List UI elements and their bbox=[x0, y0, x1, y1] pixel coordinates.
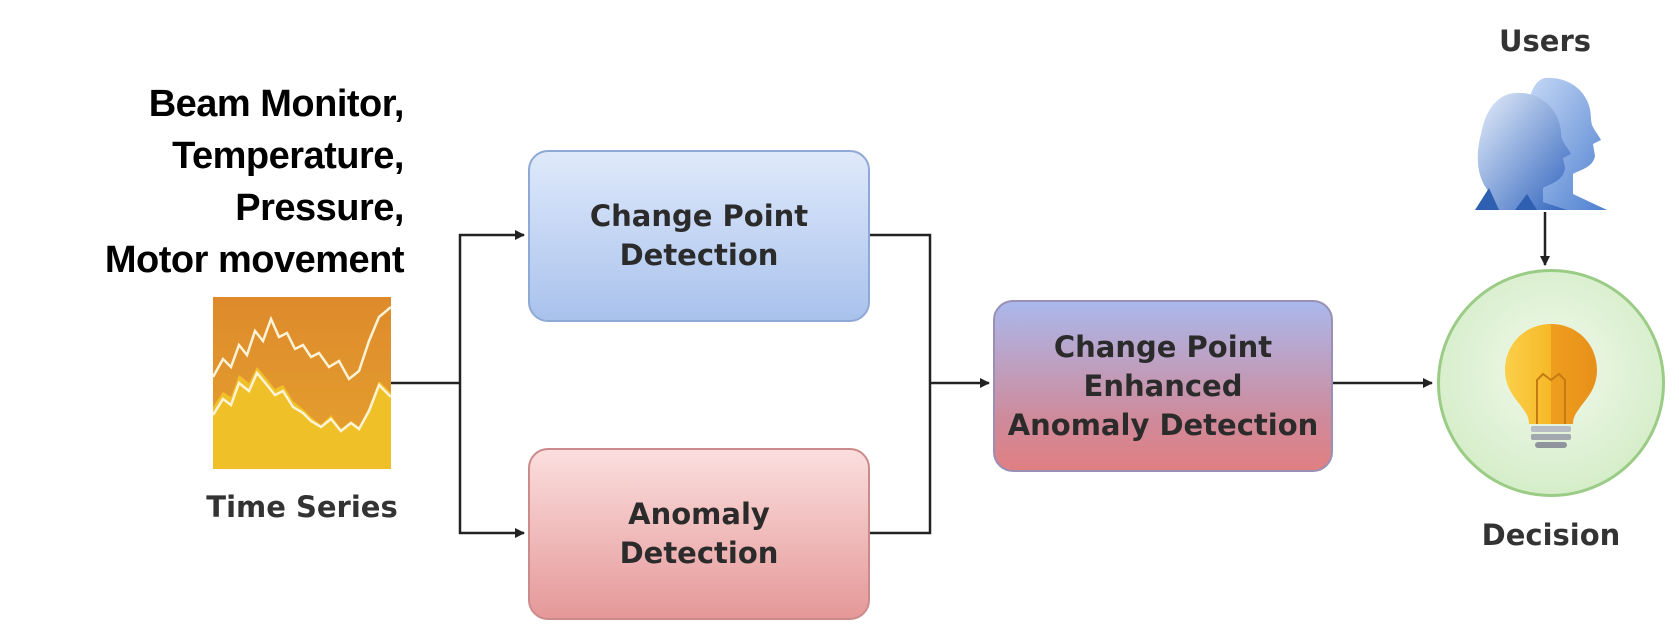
enhanced-line1: Change Point bbox=[1053, 329, 1273, 364]
input-sources-label: Beam Monitor, Temperature, Pressure, Mot… bbox=[104, 78, 405, 286]
connector-change-point-to-merge bbox=[870, 233, 932, 383]
time-series-caption: Time Series bbox=[206, 490, 398, 524]
anomaly-detection-box: Anomaly Detection bbox=[528, 448, 870, 620]
input-source-temperature: Temperature, bbox=[172, 135, 404, 177]
change-point-detection-line1: Change Point bbox=[589, 199, 809, 233]
change-point-detection-box: Change Point Detection bbox=[528, 150, 870, 322]
anomaly-detection-line1: Anomaly bbox=[628, 497, 770, 531]
enhanced-line2: Enhanced bbox=[1083, 368, 1243, 403]
input-source-motor-movement: Motor movement bbox=[104, 239, 405, 281]
anomaly-detection-line2: Detection bbox=[619, 536, 779, 570]
connector-anomaly-to-merge bbox=[870, 383, 932, 535]
decision-label: Decision bbox=[1481, 518, 1621, 552]
input-source-pressure: Pressure, bbox=[235, 187, 404, 229]
enhanced-line3: Anomaly Detection bbox=[1007, 407, 1319, 442]
lightbulb-icon bbox=[1505, 324, 1597, 448]
users-label: Users bbox=[1498, 24, 1592, 58]
users-icon bbox=[1475, 77, 1607, 210]
connector-split-to-change-point bbox=[458, 230, 525, 383]
enhanced-anomaly-detection-box: Change Point Enhanced Anomaly Detection bbox=[993, 300, 1333, 472]
connector-split-to-anomaly bbox=[458, 383, 525, 538]
input-source-beam-monitor: Beam Monitor, bbox=[148, 83, 405, 125]
time-series-chart-icon bbox=[213, 297, 391, 469]
change-point-detection-line2: Detection bbox=[619, 238, 779, 272]
